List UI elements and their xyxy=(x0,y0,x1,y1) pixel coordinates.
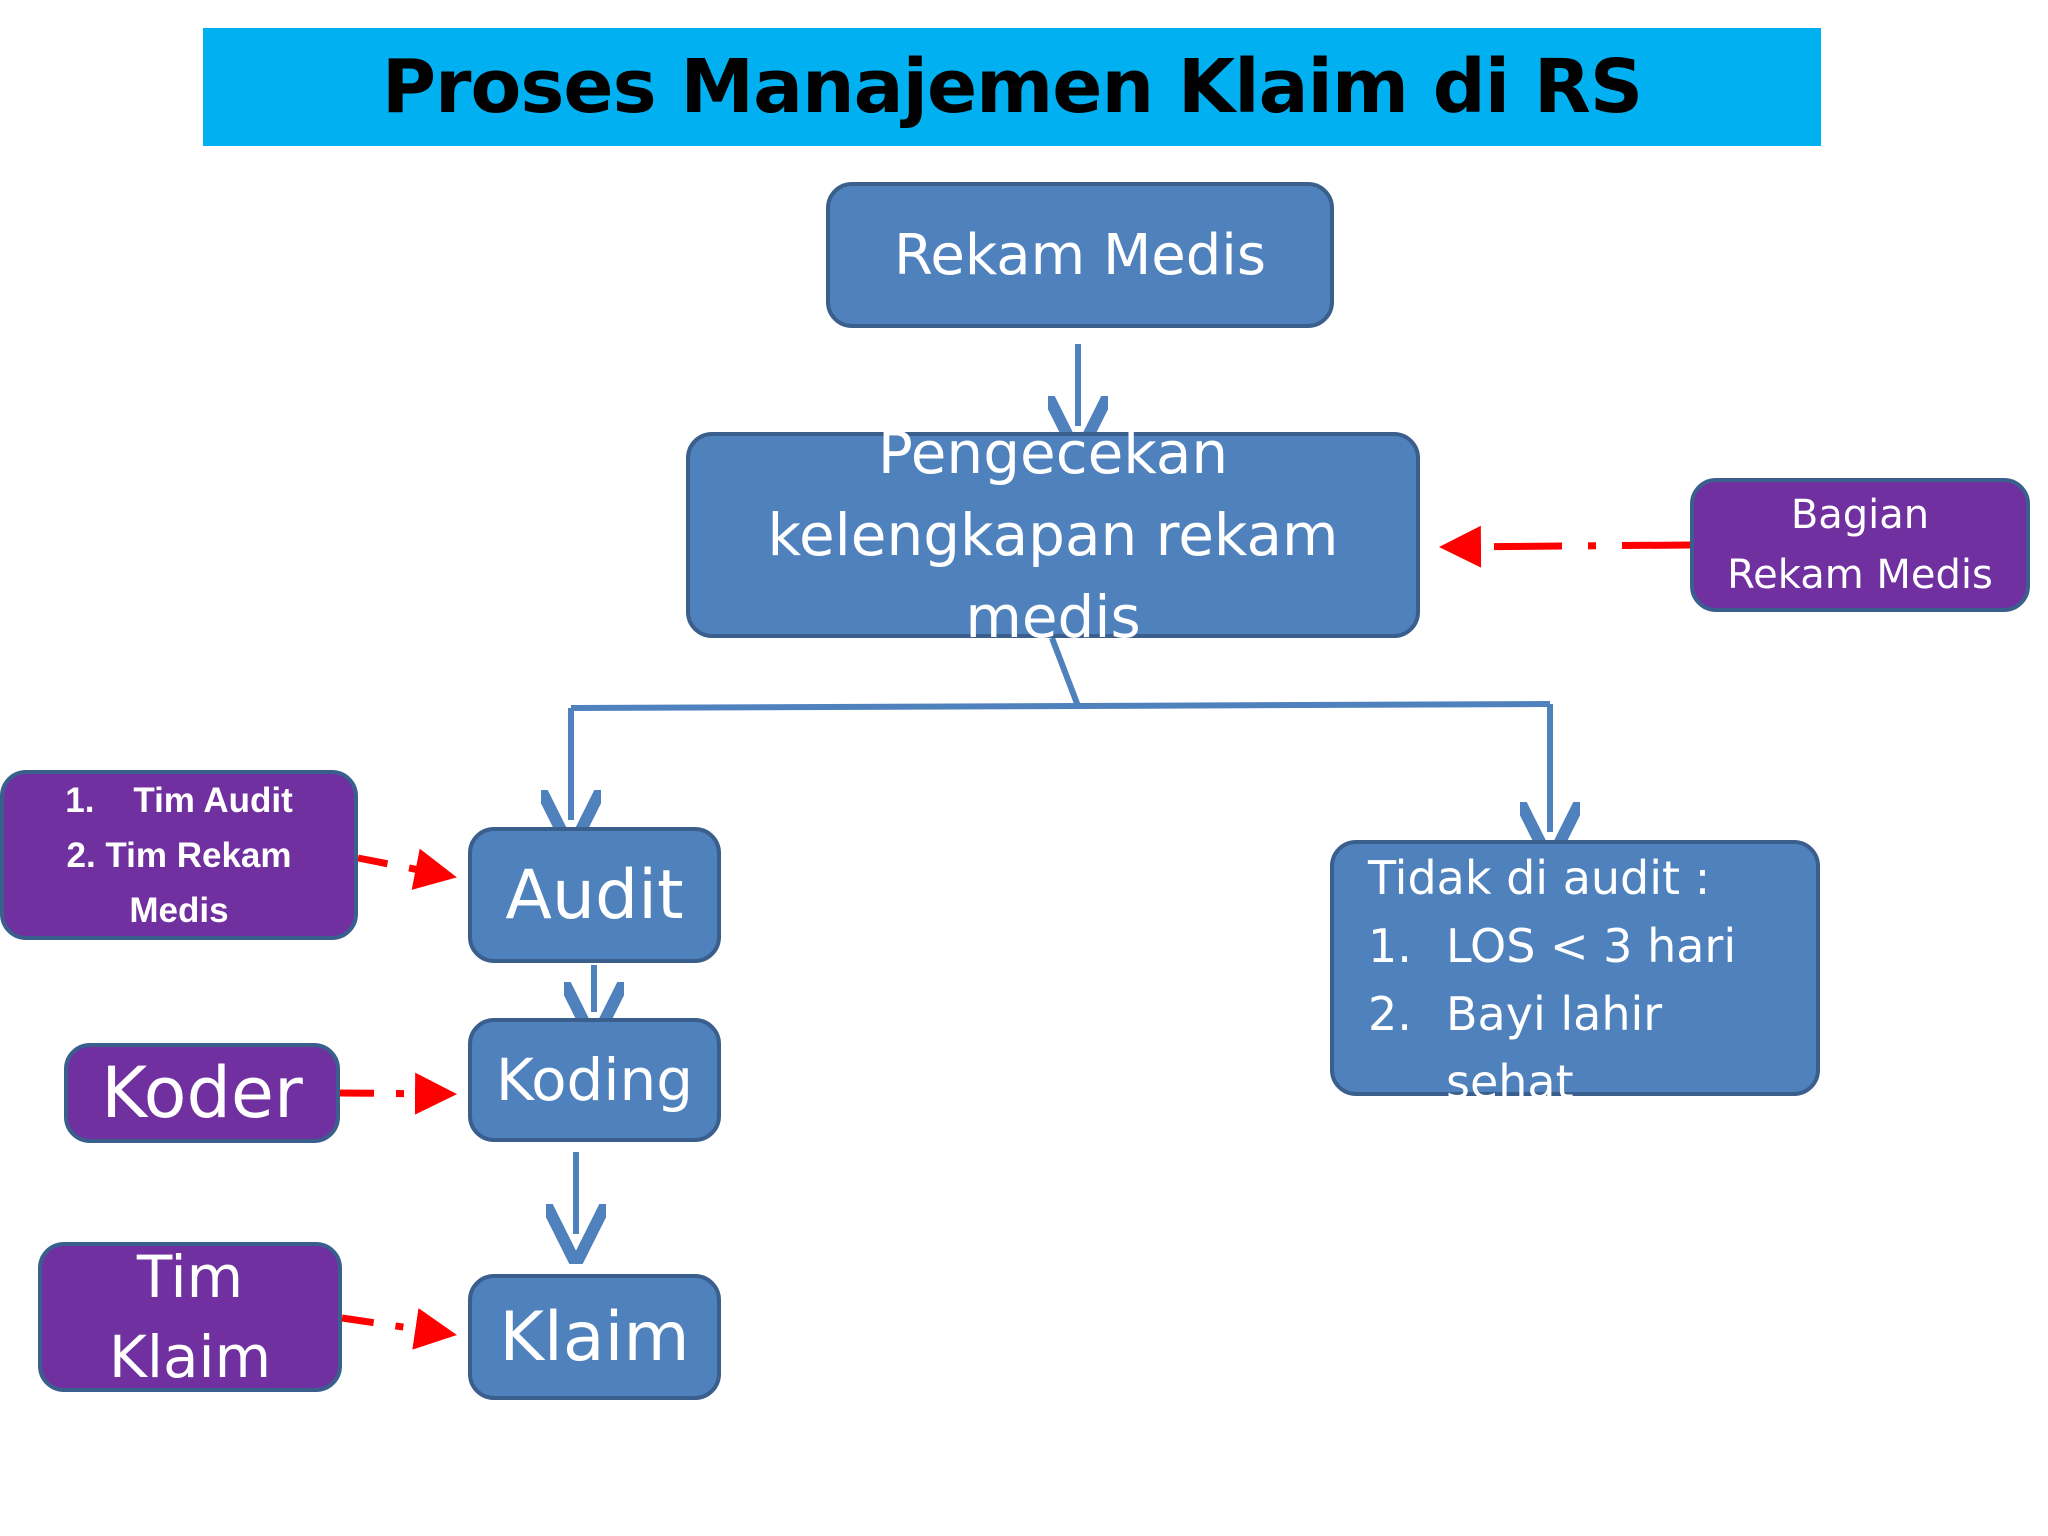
tidak-audit-item-2: 2. Bayi lahir xyxy=(1368,980,1662,1048)
node-audit: Audit xyxy=(468,827,721,963)
role-tim-klaim: Tim Klaim xyxy=(38,1242,342,1392)
tidak-audit-item-1-num: 1. xyxy=(1368,919,1412,973)
dashed-arrow-bagian-to-pengecekan xyxy=(1439,525,1691,568)
role-koder: Koder xyxy=(64,1043,340,1143)
tidak-audit-heading: Tidak di audit : xyxy=(1368,851,1711,905)
role-tim-audit-line-3: Medis xyxy=(129,890,229,930)
role-tim-klaim-line-1: Tim xyxy=(136,1243,244,1311)
node-rekam-medis: Rekam Medis xyxy=(826,182,1334,328)
node-pengecekan-line-1: Pengecekan xyxy=(877,419,1229,487)
role-bagian-line-2: Rekam Medis xyxy=(1727,552,1993,598)
node-audit-label: Audit xyxy=(505,855,684,935)
role-bagian-rekam-medis: Bagian Rekam Medis xyxy=(1690,478,2030,612)
role-tim-audit-line-2: 2. Tim Rekam xyxy=(66,835,292,875)
dashed-arrow-koder-to-koding xyxy=(339,1072,457,1115)
node-koding-label: Koding xyxy=(495,1046,694,1114)
page-title: Proses Manajemen Klaim di RS xyxy=(381,44,1643,130)
branch-left-horizontal xyxy=(570,703,1079,711)
role-tim-audit: 1. Tim Audit 2. Tim Rekam Medis xyxy=(0,770,358,940)
node-pengecekan-line-3: medis xyxy=(965,583,1141,651)
role-tim-klaim-line-2: Klaim xyxy=(108,1323,272,1391)
role-bagian-line-1: Bagian xyxy=(1790,492,1930,538)
tidak-audit-item-1: 1. LOS < 3 hari xyxy=(1368,912,1736,980)
title-banner: Proses Manajemen Klaim di RS xyxy=(203,28,1821,146)
node-koding: Koding xyxy=(468,1018,721,1142)
role-koder-label: Koder xyxy=(101,1052,303,1134)
node-pengecekan-kelengkapan: Pengecekan kelengkapan rekam medis xyxy=(686,419,1420,651)
node-pengecekan-line-2: kelengkapan rekam xyxy=(767,501,1339,569)
node-tidak-di-audit: Tidak di audit : 1. LOS < 3 hari 2. Bayi l… xyxy=(1330,840,1820,1109)
node-klaim: Klaim xyxy=(468,1274,721,1400)
tidak-audit-item-2-num: 2. xyxy=(1368,987,1412,1041)
dashed-arrow-tim-klaim-to-klaim xyxy=(341,1308,457,1350)
dashed-arrow-tim-audit-to-audit xyxy=(357,848,457,890)
tidak-audit-item-1-text: LOS < 3 hari xyxy=(1446,919,1737,973)
tidak-audit-item-2-cont: sehat xyxy=(1446,1055,1574,1109)
node-klaim-label: Klaim xyxy=(499,1297,690,1377)
tidak-audit-item-2-text: Bayi lahir xyxy=(1446,987,1663,1041)
role-tim-audit-line-1: 1. Tim Audit xyxy=(65,780,293,820)
node-rekam-medis-label: Rekam Medis xyxy=(893,222,1266,288)
